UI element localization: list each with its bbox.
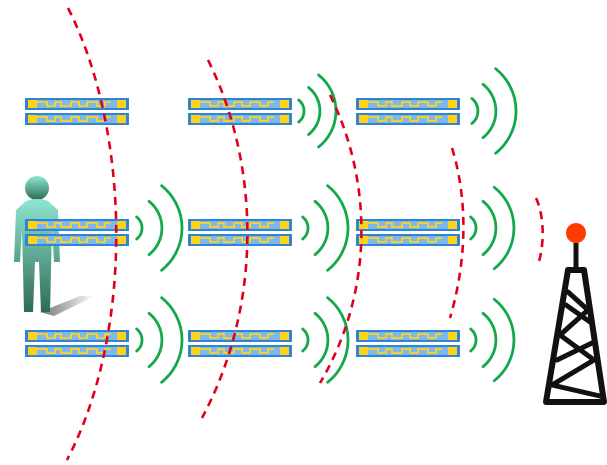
signal-arc	[160, 184, 184, 272]
wavefront-1	[65, 7, 118, 461]
radio-tower-icon	[543, 223, 607, 405]
signal-arc	[492, 185, 516, 271]
tower-beacon	[566, 223, 586, 243]
signal-arc	[494, 67, 518, 155]
signal-arc	[313, 312, 330, 368]
signal-arc	[301, 215, 310, 241]
rfid-tag-icon	[356, 219, 460, 231]
rfid-tag-icon	[188, 234, 292, 246]
signal-arc	[469, 327, 478, 353]
signal-arc	[481, 200, 498, 256]
signal-arc	[326, 184, 350, 272]
wavefront-group	[65, 7, 544, 461]
rfid-tag-icon	[356, 345, 460, 357]
signal-arc	[481, 312, 498, 368]
signal-arc	[313, 200, 330, 256]
signal-waves-group	[135, 67, 518, 384]
wavefront-3	[318, 94, 363, 384]
rfid-tag-icon	[25, 219, 129, 231]
wavefront-2	[200, 59, 249, 419]
rfid-tag-icon	[25, 330, 129, 342]
signal-arc	[160, 296, 184, 384]
signal-arc	[147, 200, 164, 256]
rfid-tag-icon	[188, 98, 292, 110]
signal-arc	[307, 86, 322, 136]
rfid-tag-icon	[188, 113, 292, 125]
rfid-tag-icon	[356, 113, 460, 125]
signal-arc	[481, 83, 498, 139]
signal-arc	[135, 327, 144, 353]
rfid-tag-icon	[25, 234, 129, 246]
signal-arc	[470, 97, 480, 125]
signal-arc	[301, 327, 310, 353]
wavefront-5	[534, 197, 544, 266]
signal-arc	[135, 215, 144, 241]
signal-arc	[317, 73, 338, 149]
rfid-tag-icon	[356, 330, 460, 342]
rfid-tag-icon	[25, 113, 129, 125]
rfid-tag-icon	[25, 345, 129, 357]
signal-arc	[469, 215, 478, 241]
rfid-tag-icon	[356, 98, 460, 110]
rfid-tag-icon	[188, 219, 292, 231]
rfid-tag-icon	[188, 345, 292, 357]
rfid-tag-grid	[25, 98, 460, 357]
signal-arc	[492, 297, 516, 383]
rfid-tag-icon	[356, 234, 460, 246]
signal-arc	[297, 98, 306, 124]
wavefront-4	[448, 147, 465, 319]
rfid-tag-icon	[188, 330, 292, 342]
signal-arc	[147, 312, 164, 368]
rfid-tag-icon	[25, 98, 129, 110]
signal-arc	[326, 296, 350, 384]
